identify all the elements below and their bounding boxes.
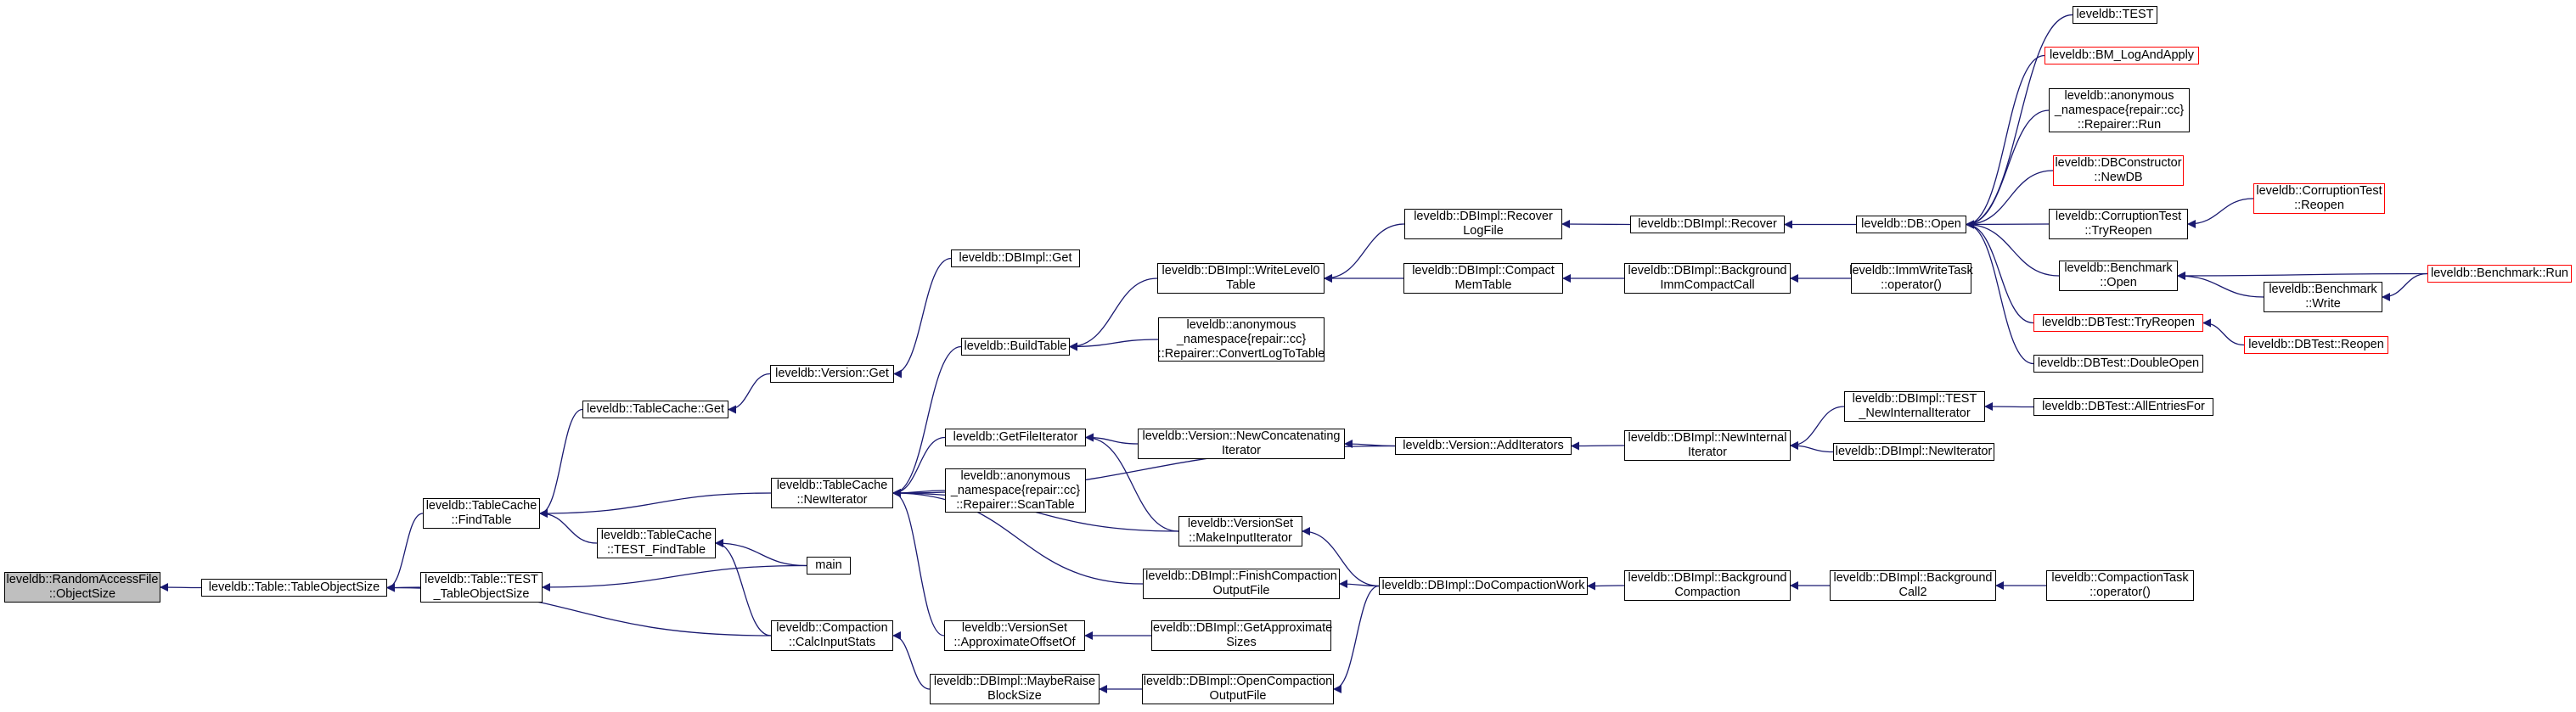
edge-benchmark_run-to-benchmark_write <box>2382 272 2428 301</box>
node-dbimpl-get[interactable]: leveldb::DBImpl::Get <box>951 249 1080 267</box>
edge-corruption_test_reopen-to-corruption_test_try_reopen <box>2187 198 2254 228</box>
node-dbtest-all-entries-for[interactable]: leveldb::DBTest::AllEntriesFor <box>2033 398 2213 416</box>
node-test-new-internal-iterator[interactable]: leveldb::DBImpl::TEST_NewInternalIterato… <box>1844 391 1985 422</box>
node-random-access-file-object-size: leveldb::RandomAccessFile::ObjectSize <box>4 572 160 603</box>
node-dbtest-try-reopen[interactable]: leveldb::DBTest::TryReopen <box>2033 314 2203 332</box>
edge-do_compaction_work-to-open_compaction_output <box>1333 585 1380 693</box>
node-build-table[interactable]: leveldb::BuildTable <box>961 338 1070 356</box>
node-table-cache-find-table[interactable]: leveldb::TableCache::FindTable <box>423 498 540 529</box>
edge-db_constructor_new_db-to-db_open <box>1966 170 2054 229</box>
node-version-set-approximate-offset-of[interactable]: leveldb::VersionSet::ApproximateOffsetOf <box>944 620 1085 651</box>
node-table-cache-test-find-table[interactable]: leveldb::TableCache::TEST_FindTable <box>597 528 716 558</box>
node-benchmark-open[interactable]: leveldb::Benchmark::Open <box>2059 261 2178 291</box>
edge-main-to-table_cache_test_find_table <box>715 539 807 567</box>
edge-dbimpl_recover-to-recover_log_file <box>1561 220 1631 229</box>
edge-maybe_raise_block_size-to-compaction_calc_input_stats <box>892 631 931 690</box>
node-dbimpl-new-iterator[interactable]: leveldb::DBImpl::NewIterator <box>1833 443 1994 461</box>
node-benchmark-write[interactable]: leveldb::Benchmark::Write <box>2264 282 2382 312</box>
node-dbtest-reopen[interactable]: leveldb::DBTest::Reopen <box>2244 336 2388 354</box>
edge-version_set_approx_offset-to-table_cache_new_iterator <box>892 489 945 636</box>
edge-repair_run-to-db_open <box>1966 109 2050 229</box>
node-table-cache-new-iterator[interactable]: leveldb::TableCache::NewIterator <box>771 478 893 508</box>
node-repairer-run[interactable]: leveldb::anonymous_namespace{repair::cc}… <box>2049 88 2190 132</box>
node-repairer-convert-log-to-table[interactable]: leveldb::anonymous_namespace{repair::cc}… <box>1157 317 1325 362</box>
node-db-constructor-new-db[interactable]: leveldb::DBConstructor::NewDB <box>2053 155 2184 186</box>
node-dbimpl-recover[interactable]: leveldb::DBImpl::Recover <box>1630 216 1785 233</box>
node-corruption-test-try-reopen[interactable]: leveldb::CorruptionTest::TryReopen <box>2049 209 2188 239</box>
edge-table_cache_new_iterator-to-table_cache_find_table <box>539 492 772 518</box>
edge-benchmark_open-to-db_open <box>1966 220 2060 277</box>
edge-finish_compaction_output-to-table_cache_new_iterator <box>892 489 1144 585</box>
edge-recover_log_file-to-write_level0_table <box>1324 223 1405 283</box>
node-do-compaction-work[interactable]: leveldb::DBImpl::DoCompactionWork <box>1379 577 1588 595</box>
node-main[interactable]: main <box>807 557 851 575</box>
edge-dbtest_try_reopen-to-db_open <box>1966 220 2034 324</box>
edge-get_file_iterator-to-table_cache_new_iterator <box>892 436 946 497</box>
node-table-test-table-object-size[interactable]: leveldb::Table::TEST_TableObjectSize <box>420 572 543 603</box>
edge-table_cache_test_find_table-to-table_cache_find_table <box>539 509 598 544</box>
node-benchmark-run[interactable]: leveldb::Benchmark::Run <box>2427 265 2572 283</box>
edge-corruption_test_try_reopen-to-db_open <box>1966 220 2050 229</box>
node-version-add-iterators[interactable]: leveldb::Version::AddIterators <box>1395 437 1572 455</box>
node-imm-write-task-operator[interactable]: leveldb::ImmWriteTask::operator() <box>1849 263 1973 294</box>
node-compaction-task-operator[interactable]: leveldb::CompactionTask::operator() <box>2046 570 2194 601</box>
edge-main-to-table_test_object_size <box>542 564 807 591</box>
edge-write_level0_table-to-build_table <box>1069 278 1158 351</box>
edge-dbimpl_get-to-version_get <box>893 257 952 378</box>
edge-bm_log_and_apply-to-db_open <box>1966 54 2045 229</box>
edge-version_set_make_input_iter-to-get_file_iterator <box>1085 433 1179 532</box>
node-table-cache-get[interactable]: leveldb::TableCache::Get <box>582 401 728 418</box>
edge-dbimpl_new_iterator-to-new_internal_iterator <box>1790 441 1834 453</box>
edge-compaction_calc_input_stats-to-table_cache_test_find_table <box>715 539 772 636</box>
node-table-table-object-size[interactable]: leveldb::Table::TableObjectSize <box>201 579 387 597</box>
node-compaction-calc-input-stats[interactable]: leveldb::Compaction::CalcInputStats <box>771 620 893 651</box>
edge-version_get-to-table_cache_get <box>728 373 771 414</box>
edge-table_cache_find_table-to-table_object_size <box>386 513 424 592</box>
edge-benchmark_write-to-benchmark_open <box>2177 272 2264 298</box>
node-leveldb-test[interactable]: leveldb::TEST <box>2073 6 2157 24</box>
edge-table_object_size-to-random_access_file <box>160 583 202 592</box>
edge-do_compaction_work-to-finish_compaction_output <box>1339 580 1380 589</box>
edge-version_add_iterators-to-version_new_concat_iter <box>1344 440 1396 449</box>
edge-dbtest_double_open-to-db_open <box>1966 220 2034 365</box>
edge-table_cache_get-to-table_cache_find_table <box>539 408 583 518</box>
node-db-open[interactable]: leveldb::DB::Open <box>1856 216 1966 233</box>
node-get-file-iterator[interactable]: leveldb::GetFileIterator <box>945 429 1086 446</box>
node-version-get[interactable]: leveldb::Version::Get <box>770 365 894 383</box>
node-version-set-make-input-iterator[interactable]: leveldb::VersionSet::MakeInputIterator <box>1178 516 1302 547</box>
edge-build_table-to-table_cache_new_iterator <box>892 345 962 497</box>
edge-dbtest_all_entries_for-to-test_new_internal_iter <box>1984 402 2034 412</box>
node-repairer-scan-table[interactable]: leveldb::anonymous_namespace{repair::cc}… <box>945 468 1086 513</box>
edge-do_compaction_work-to-version_set_make_input_iter <box>1302 527 1380 587</box>
node-corruption-test-reopen[interactable]: leveldb::CorruptionTest::Reopen <box>2253 183 2385 214</box>
node-dbtest-double-open[interactable]: leveldb::DBTest::DoubleOpen <box>2033 355 2203 373</box>
edge-dbtest_reopen-to-dbtest_try_reopen <box>2202 318 2245 346</box>
node-bm-log-and-apply[interactable]: leveldb::BM_LogAndApply <box>2044 47 2199 64</box>
edge-benchmark_run-to-benchmark_open <box>2177 271 2428 280</box>
edge-test_new_internal_iter-to-new_internal_iterator <box>1790 406 1845 450</box>
edge-repair_convert_log-to-build_table <box>1069 339 1159 351</box>
